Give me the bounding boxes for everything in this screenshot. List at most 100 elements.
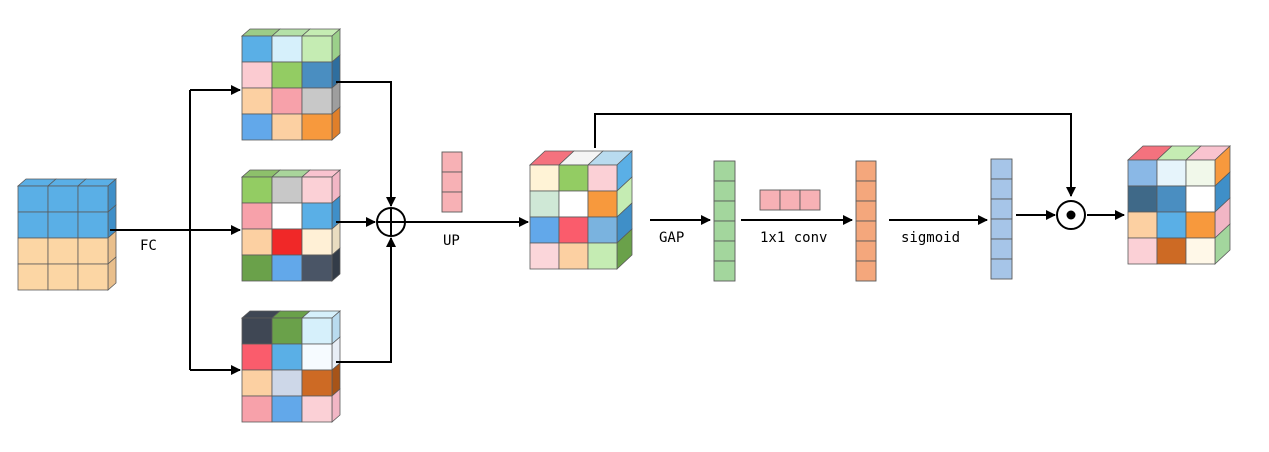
cube-front-cell [77,237,109,265]
cube-front-cell [241,317,273,345]
cube-front-cell [241,87,273,115]
element-wise-multiply-operator [1056,200,1086,230]
cube-front-cell [587,164,618,192]
cube-front-cell [529,190,560,218]
cube-front-cell [17,211,49,239]
sigmoid-label: sigmoid [901,230,960,246]
vector-cell [759,189,781,211]
up-label: UP [443,233,460,249]
vector-cell [855,240,877,262]
vector-cell [779,189,801,211]
conv-kernel [759,189,821,211]
cube-front-cell [1185,159,1216,187]
branch-3-to-adder-arrow [336,237,396,363]
vector-cell [713,260,736,282]
element-wise-add-operator [376,207,406,237]
cube-front-cell [271,87,303,115]
cube-front-cell [587,190,618,218]
cube-front-cell [241,369,273,397]
cube-front-cell [17,237,49,265]
cube-front-cell [47,211,79,239]
cube-front-cell [558,190,589,218]
vector-cell [855,160,877,182]
skip-connection-arrow [594,113,1076,197]
cube-front-cell [271,317,303,345]
vector-cell [990,158,1013,180]
cube-front-cell [1156,159,1187,187]
gap-label: GAP [659,230,684,246]
cube-front-cell [241,176,273,204]
cube-front-cell [271,113,303,141]
cube-front-cell [241,35,273,63]
cube-front-cell [558,216,589,244]
cube-front-cell [301,369,333,397]
cube-front-cell [301,35,333,63]
cube-front-cell [271,202,303,230]
cube-front-cell [529,216,560,244]
cube-front-cell [301,202,333,230]
output-feature-block [1126,145,1232,265]
cube-front-cell [77,263,109,291]
cube-front-cell [301,87,333,115]
fc-label: FC [140,238,157,254]
vector-cell [441,151,463,173]
vector-cell [990,218,1013,240]
cube-front-cell [241,113,273,141]
cube-front-cell [1156,185,1187,213]
cube-front-cell [241,202,273,230]
cube-front-cell [271,343,303,371]
cube-front-cell [301,176,333,204]
vector-cell [441,191,463,213]
cube-front-cell [301,61,333,89]
upsampled-feature-block [528,150,634,270]
cube-front-cell [271,176,303,204]
cube-front-cell [47,185,79,213]
vector-cell [990,258,1013,280]
cube-front-cell [271,395,303,423]
input-feature-block [16,178,118,291]
cube-front-cell [1127,185,1158,213]
cube-front-cell [77,185,109,213]
vector-cell [855,180,877,202]
vector-cell [441,171,463,193]
cube-front-cell [1156,237,1187,265]
cube-front-cell [241,228,273,256]
vector-cell [713,240,736,262]
vector-cell [713,200,736,222]
cube-front-cell [17,185,49,213]
vector-cell [990,198,1013,220]
conv-output-vector [855,160,877,282]
cube-front-cell [77,211,109,239]
branch-3-feature-block [240,310,342,423]
cube-front-cell [241,395,273,423]
cube-front-cell [1185,211,1216,239]
vector-cell [990,178,1013,200]
cube-front-cell [241,343,273,371]
branch-1-to-adder-arrow [336,81,396,207]
cube-front-cell [271,61,303,89]
sigmoid-vector [990,158,1013,280]
cube-front-cell [301,317,333,345]
cube-front-cell [301,113,333,141]
gap-vector [713,160,736,282]
cube-front-cell [1127,237,1158,265]
branch-1-feature-block [240,28,342,141]
cube-front-cell [271,254,303,282]
vector-cell [713,180,736,202]
cube-front-cell [1127,211,1158,239]
cube-front-cell [47,263,79,291]
cube-front-cell [271,228,303,256]
cube-front-cell [558,164,589,192]
vector-cell [713,160,736,182]
cube-front-cell [587,216,618,244]
cube-front-cell [271,35,303,63]
cube-front-cell [1156,211,1187,239]
vector-cell [855,220,877,242]
cube-front-cell [1127,159,1158,187]
cube-front-cell [587,242,618,270]
fc-connectors [110,85,241,375]
cube-front-cell [1185,185,1216,213]
cube-front-cell [301,395,333,423]
cube-front-cell [241,61,273,89]
